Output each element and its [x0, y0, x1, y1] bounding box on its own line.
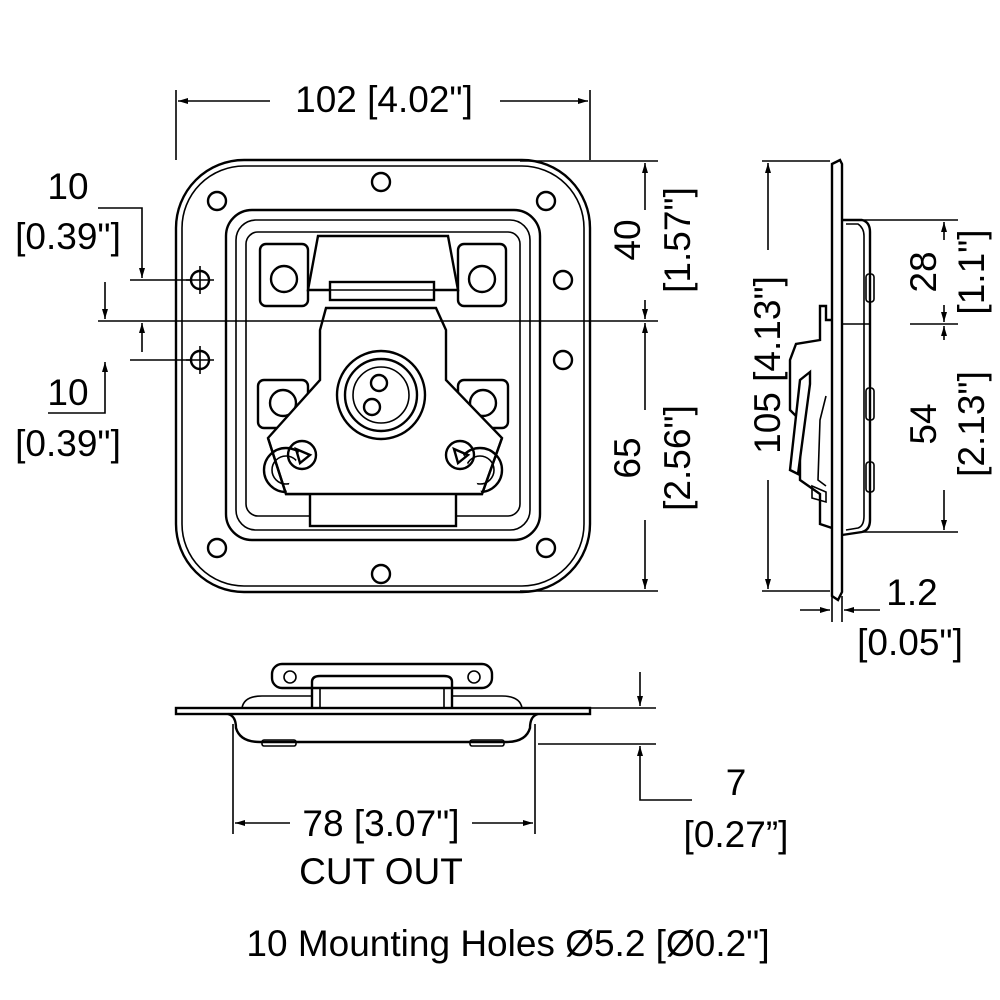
- handle-bail: [310, 674, 454, 708]
- side-dish: [841, 218, 872, 537]
- hole-offset-bottom-mm: 10: [47, 372, 88, 413]
- mounting-holes: [186, 171, 574, 585]
- bottom-view: [174, 662, 592, 747]
- cutout-width-label: 78 [3.07"]: [302, 803, 459, 844]
- overall-width-label: 102 [4.02"]: [295, 79, 473, 120]
- side-view: [788, 158, 875, 602]
- side-latch: [788, 304, 833, 530]
- front-dimensions: 102 [4.02"] 10 [0.39"] 10 [0.39"] 40 [1.…: [15, 79, 698, 592]
- dish-outer: [224, 208, 542, 542]
- lock-cylinder-outer: [335, 349, 427, 441]
- depth-mm: 7: [726, 762, 747, 803]
- side-lower-in: [2.13"]: [951, 371, 992, 477]
- bottom-dimensions: 7 [0.27”] 78 [3.07"] CUT OUT: [232, 672, 789, 892]
- rivet-left: [286, 439, 318, 471]
- cutout-label: CUT OUT: [299, 851, 463, 892]
- mounting-holes-caption: 10 Mounting Holes Ø5.2 [Ø0.2"]: [246, 923, 769, 964]
- keyhole-lower: [362, 397, 382, 417]
- side-height-label: 105 [4.13"]: [747, 276, 788, 454]
- hole-offset-top-mm: 10: [47, 166, 88, 207]
- mounting-hole: [535, 190, 557, 212]
- side-dimensions: 105 [4.13"] 28 [1.1"] 54 [2.13"] 1.2 [0.…: [747, 160, 992, 663]
- keyhole-upper: [369, 373, 389, 393]
- lower-height-mm: 65: [607, 437, 648, 478]
- hole-offset-top-in: [0.39"]: [15, 216, 121, 257]
- mounting-hole: [370, 171, 392, 193]
- side-lower-mm: 54: [903, 403, 944, 444]
- mounting-hole: [552, 269, 574, 291]
- mounting-hole: [206, 190, 228, 212]
- side-flange: [830, 158, 844, 602]
- outer-flange: [174, 158, 592, 594]
- mounting-hole: [535, 537, 557, 559]
- mounting-hole: [370, 563, 392, 585]
- mounting-hole: [552, 349, 574, 371]
- upper-height-in: [1.57"]: [657, 187, 698, 293]
- lower-height-in: [2.56"]: [657, 405, 698, 511]
- side-lever: [788, 369, 812, 476]
- front-view: [174, 158, 592, 594]
- side-upper-in: [1.1"]: [951, 229, 992, 314]
- upper-height-mm: 40: [607, 219, 648, 260]
- depth-in: [0.27”]: [684, 814, 789, 855]
- outer-flange-inner-edge: [181, 165, 585, 587]
- lock-cylinder: [343, 357, 419, 433]
- hinge-plate: [306, 234, 460, 292]
- rivet-right: [444, 439, 476, 471]
- upper-right-block: [456, 242, 508, 308]
- bottom-flange: [174, 706, 592, 716]
- hole-offset-bottom-in: [0.39"]: [15, 423, 121, 464]
- thickness-mm: 1.2: [886, 572, 937, 613]
- hinge-pin: [328, 280, 436, 302]
- dish-inner: [235, 219, 531, 531]
- thickness-in: [0.05"]: [857, 622, 963, 663]
- upper-left-block: [258, 242, 310, 308]
- bottom-dish: [227, 712, 539, 744]
- side-upper-mm: 28: [903, 251, 944, 292]
- mounting-hole: [206, 537, 228, 559]
